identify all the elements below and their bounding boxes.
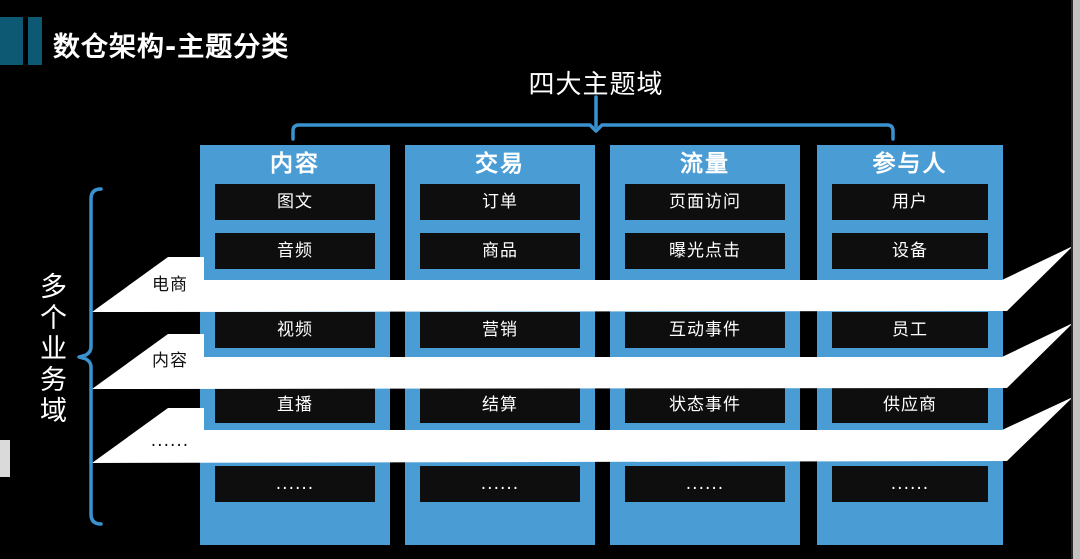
theme-column-4: 参与人用户设备员工供应商...... <box>817 145 1003 545</box>
item-box: 图文 <box>215 184 375 220</box>
slide-edge-fragment <box>0 440 10 477</box>
theme-column-3: 流量页面访问曝光点击互动事件状态事件...... <box>610 145 800 545</box>
business-domain-label: ...... <box>150 431 190 451</box>
column-header: 内容 <box>270 151 320 177</box>
item-box: 曝光点击 <box>625 233 785 269</box>
theme-column-1: 内容图文音频视频直播...... <box>200 145 390 545</box>
item-box: ...... <box>832 466 988 502</box>
item-box: 状态事件 <box>625 387 785 423</box>
business-domain-label: 内容 <box>152 351 188 371</box>
item-box: 设备 <box>832 233 988 269</box>
side-panel-strip <box>1071 0 1080 559</box>
item-box: 音频 <box>215 233 375 269</box>
item-box: 视频 <box>215 312 375 348</box>
item-box: 用户 <box>832 184 988 220</box>
column-header: 流量 <box>680 151 730 177</box>
theme-domains-label: 四大主题域 <box>528 70 664 100</box>
title-accent-bar <box>0 17 23 65</box>
item-box: 商品 <box>420 233 580 269</box>
title-accent-bar-thin <box>28 17 42 65</box>
page-title: 数仓架构-主题分类 <box>53 32 290 63</box>
item-box: ...... <box>420 466 580 502</box>
item-box: ...... <box>215 466 375 502</box>
item-box: 营销 <box>420 312 580 348</box>
business-domains-label: 多个业务域 <box>35 272 66 427</box>
item-box: 互动事件 <box>625 312 785 348</box>
column-header: 交易 <box>475 151 525 177</box>
item-box: ...... <box>625 466 785 502</box>
item-box: 订单 <box>420 184 580 220</box>
theme-column-2: 交易订单商品营销结算...... <box>405 145 595 545</box>
item-box: 员工 <box>832 312 988 348</box>
item-box: 页面访问 <box>625 184 785 220</box>
business-domain-label: 电商 <box>152 275 188 295</box>
item-box: 结算 <box>420 387 580 423</box>
item-box: 供应商 <box>832 387 988 423</box>
item-box: 直播 <box>215 387 375 423</box>
column-header: 参与人 <box>872 151 948 177</box>
